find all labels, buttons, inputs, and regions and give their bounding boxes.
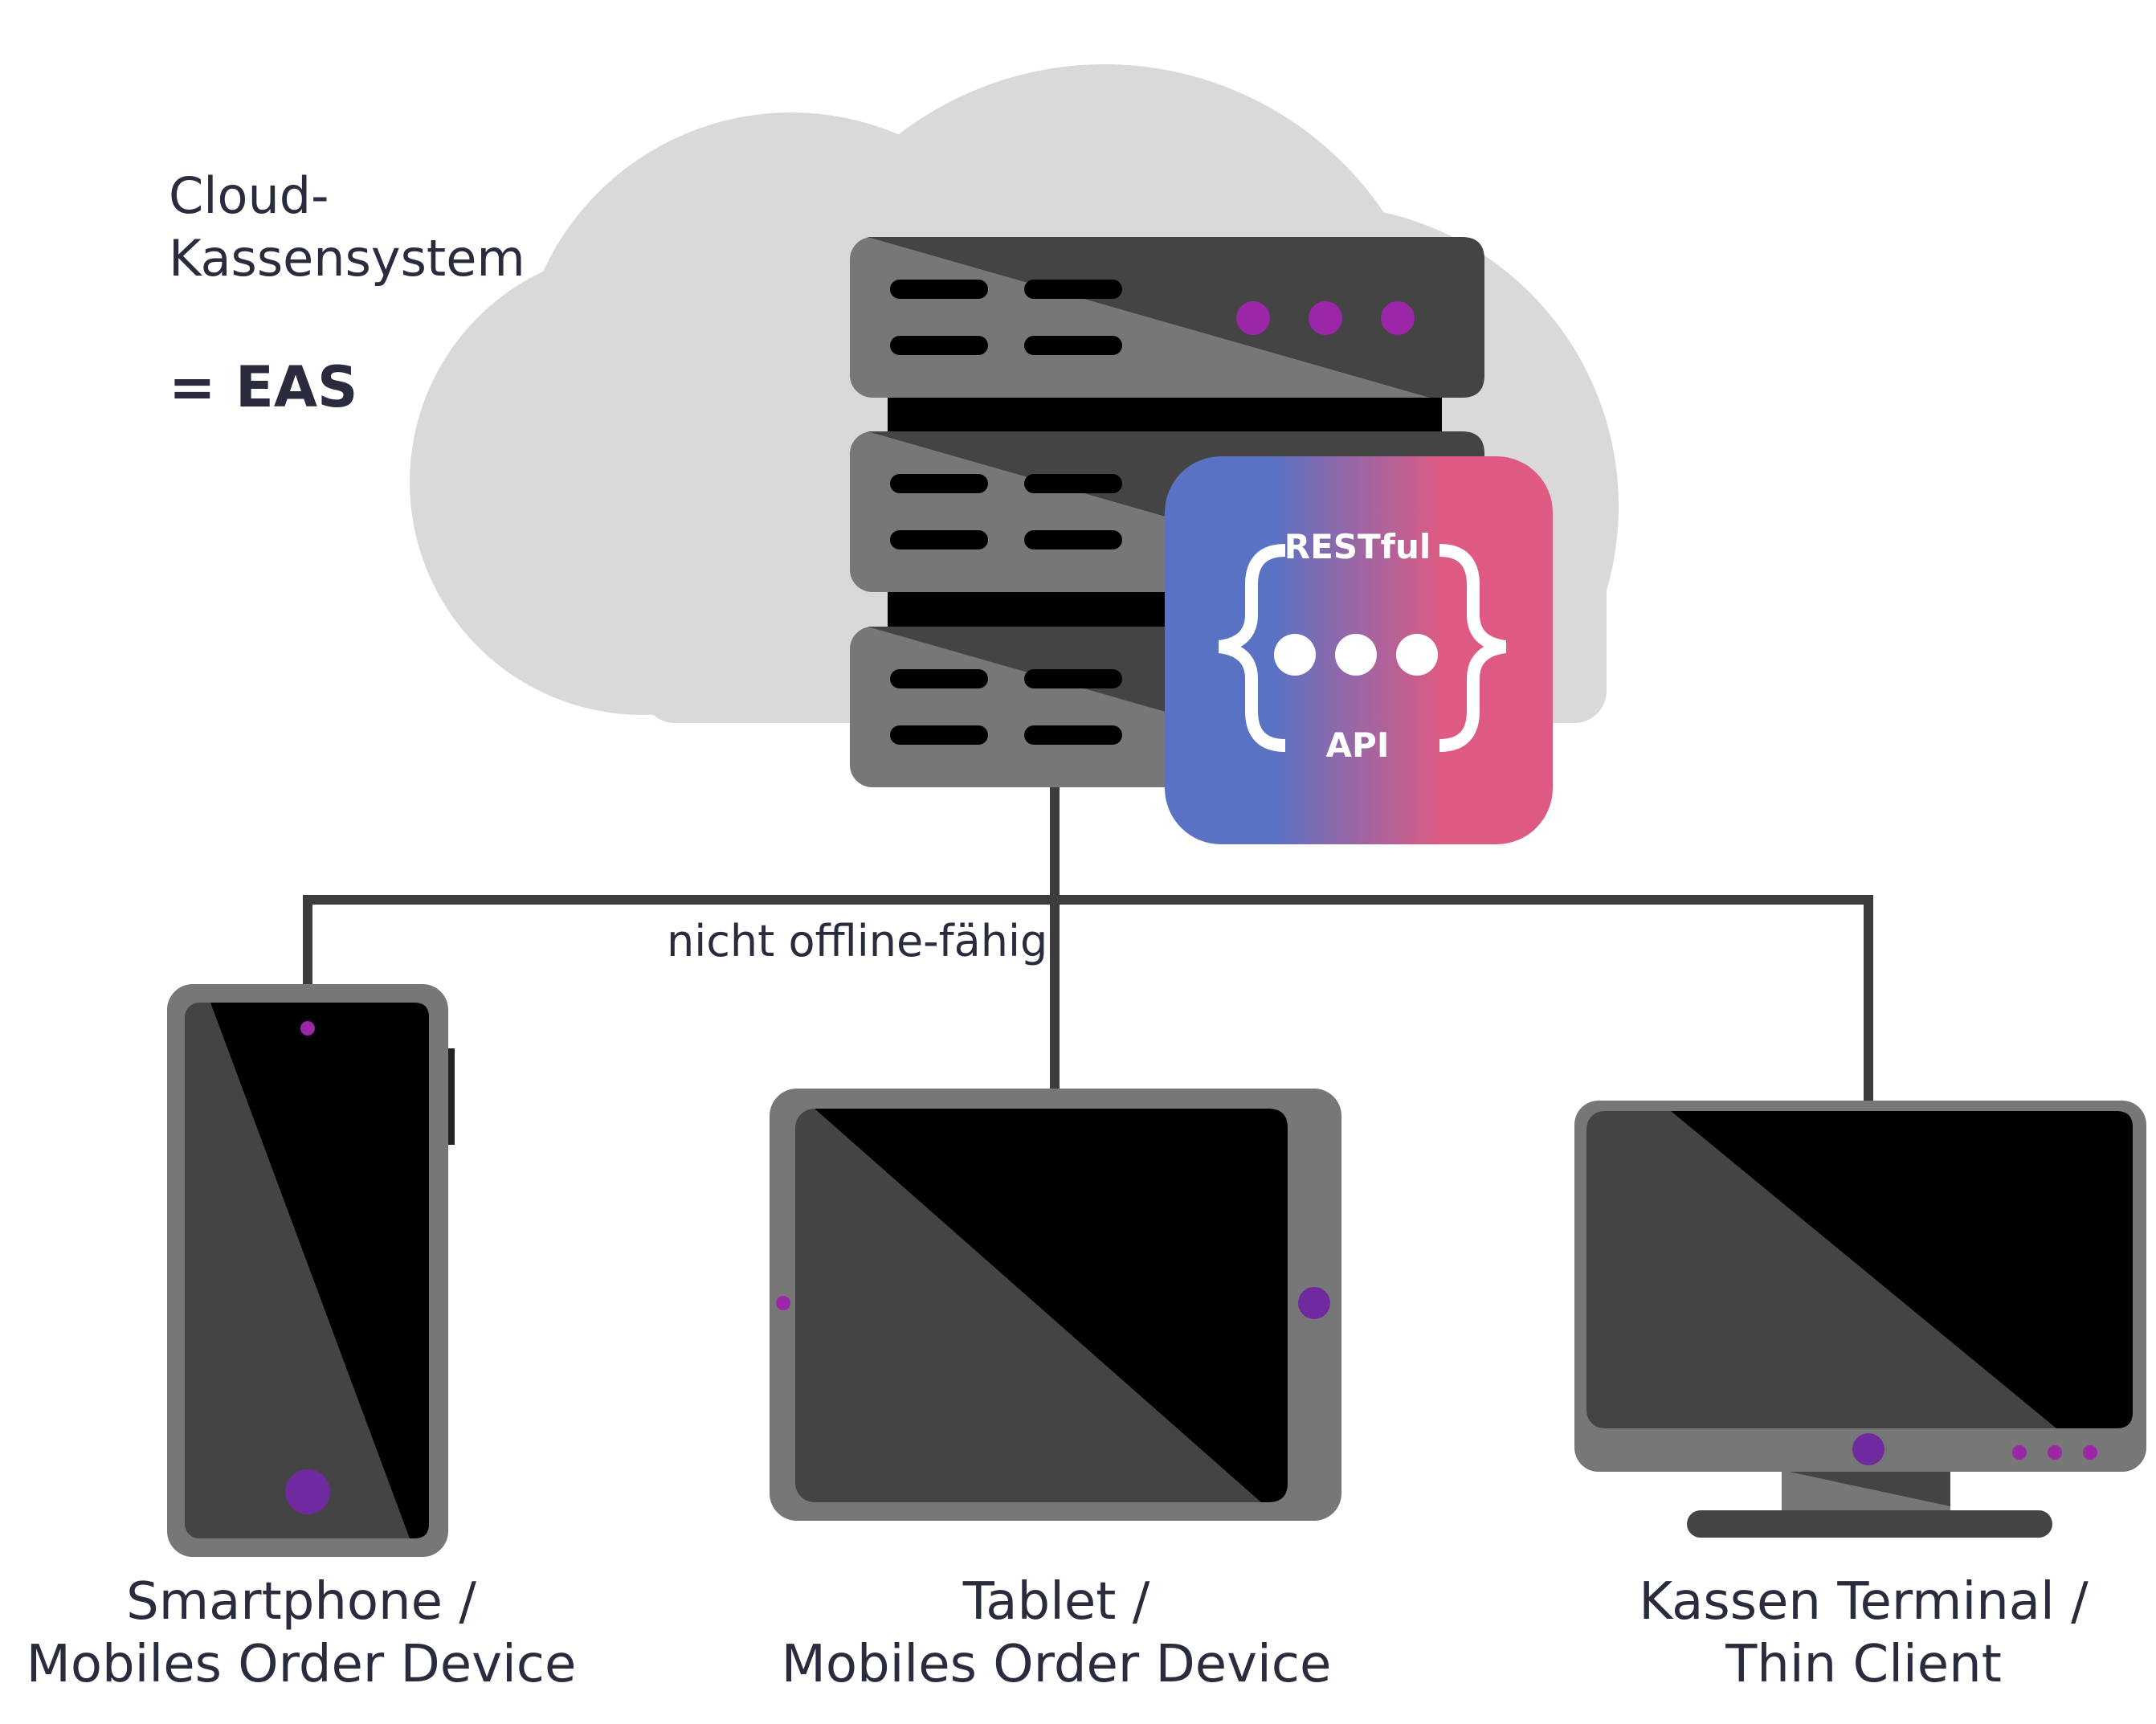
device-label-line2: Thin Client [1725, 1635, 2002, 1694]
ellipsis-dots [1274, 634, 1438, 676]
api-top-label: RESTful [1284, 527, 1431, 566]
connection-lines [303, 779, 1873, 1101]
device-label-terminal: Kassen Terminal / Thin Client [1462, 1571, 2156, 1696]
cloud-title-line1: Cloud- [169, 166, 329, 225]
cloud-system-title: Cloud- Kassensystem [169, 165, 525, 290]
device-label-smartphone: Smartphone / Mobiles Order Device [0, 1571, 602, 1696]
cloud-title-line2: Kassensystem [169, 229, 525, 288]
restful-api-badge: RESTful API [1165, 456, 1553, 844]
eas-label: = EAS [169, 354, 358, 420]
curly-braces-icon [1218, 544, 1507, 752]
device-label-line1: Tablet / [962, 1572, 1150, 1632]
connection-note: nicht offline-fähig [667, 916, 1048, 966]
monitor-icon [1574, 1101, 2146, 1538]
api-bottom-label: API [1326, 725, 1390, 765]
tablet-icon [770, 1089, 1341, 1521]
smartphone-icon [167, 984, 455, 1557]
device-label-line1: Kassen Terminal / [1639, 1572, 2089, 1632]
device-label-line2: Mobiles Order Device [781, 1635, 1332, 1694]
device-label-line1: Smartphone / [126, 1572, 476, 1632]
device-label-line2: Mobiles Order Device [26, 1635, 577, 1694]
device-label-tablet: Tablet / Mobiles Order Device [655, 1571, 1458, 1696]
